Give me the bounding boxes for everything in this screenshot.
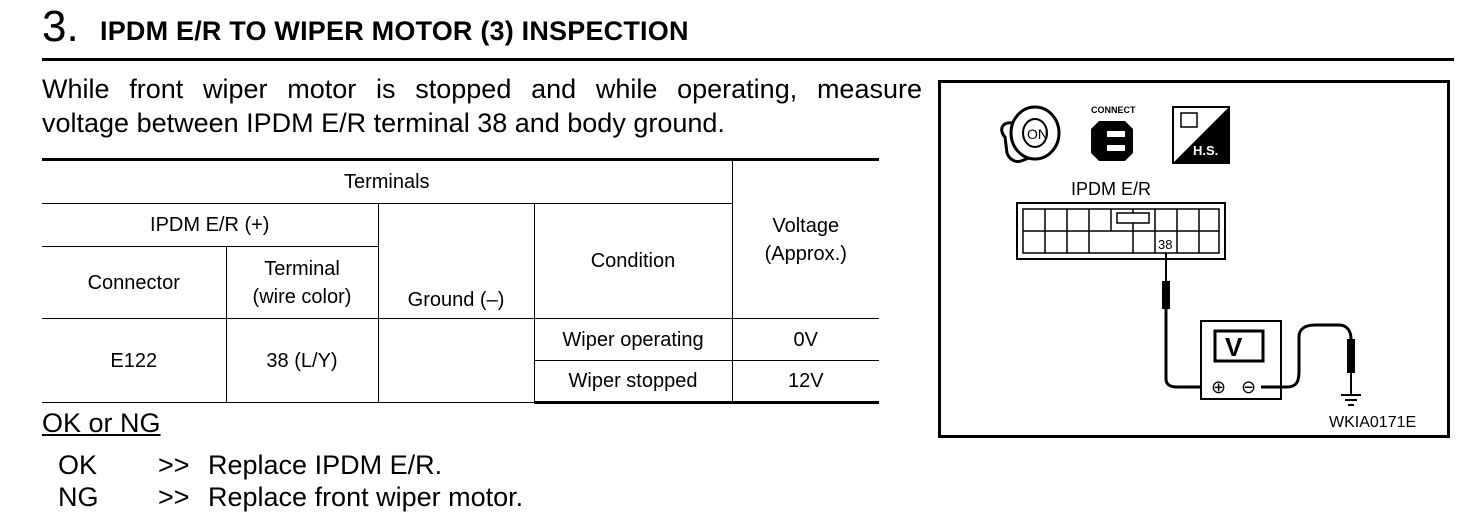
header-terminal-line2: (wire color) — [252, 285, 352, 308]
hs-text: H.S. — [1193, 143, 1218, 158]
voltmeter: V ⊕ ⊖ — [1200, 320, 1282, 400]
wiring-diagram: ON CONNECT H.S. IPDM E/R — [1000, 105, 1416, 431]
connect-icon: CONNECT — [1091, 105, 1136, 161]
step-heading: 3. IPDM E/R TO WIPER MOTOR (3) INSPECTIO… — [42, 4, 1452, 54]
terminal-table: Terminals Voltage (Approx.) IPDM E/R (+)… — [42, 158, 879, 404]
result-ng: NG >> Replace front wiper motor. — [58, 482, 523, 513]
header-terminals: Terminals — [42, 158, 733, 204]
ignition-on-icon: ON — [1000, 105, 1061, 163]
connector-name: IPDM E/R — [1071, 179, 1151, 199]
result-ng-arrow: >> — [158, 482, 190, 512]
cell-voltage-stopped: 12V — [731, 360, 879, 404]
result-ok-arrow: >> — [158, 450, 190, 480]
cell-connector: E122 — [42, 318, 227, 403]
header-ground: Ground (–) — [377, 203, 535, 319]
heading-rule — [42, 58, 1454, 61]
step-number: 3. — [42, 2, 79, 51]
negative-probe — [1261, 323, 1355, 395]
header-voltage-line2: (Approx.) — [764, 242, 847, 265]
result-heading: OK or NG — [42, 408, 161, 438]
result-ok-text: Replace IPDM E/R. — [208, 450, 443, 480]
header-condition: Condition — [533, 203, 733, 319]
intro-line-2: voltage between IPDM E/R terminal 38 and… — [42, 108, 725, 138]
header-positive: IPDM E/R (+) — [42, 203, 379, 247]
result-ng-key: NG — [58, 482, 99, 512]
intro-paragraph: While front wiper motor is stopped and w… — [42, 72, 922, 140]
ipdm-connector: 38 — [1016, 202, 1226, 260]
result-ok-key: OK — [58, 450, 98, 480]
cell-terminal: 38 (L/Y) — [225, 318, 379, 403]
header-voltage-line1: Voltage — [772, 214, 840, 237]
cell-voltage-operating: 0V — [731, 318, 879, 361]
harness-hs-icon: H.S. — [1172, 106, 1230, 164]
ground-symbol-icon — [1341, 394, 1361, 406]
header-terminal: Terminal (wire color) — [225, 246, 379, 319]
result-ok: OK >> Replace IPDM E/R. — [58, 450, 442, 481]
voltmeter-label: V — [1225, 332, 1243, 362]
cell-condition-operating: Wiper operating — [533, 318, 733, 361]
step-title: IPDM E/R TO WIPER MOTOR (3) INSPECTION — [100, 16, 689, 46]
ignition-on-text: ON — [1027, 126, 1048, 142]
inspection-figure: ON CONNECT H.S. IPDM E/R — [938, 80, 1450, 438]
header-voltage: Voltage (Approx.) — [731, 158, 879, 319]
header-connector: Connector — [42, 246, 227, 319]
positive-probe — [1162, 253, 1213, 389]
header-terminal-line1: Terminal — [264, 257, 340, 280]
intro-line-1: While front wiper motor is stopped and w… — [42, 74, 922, 104]
cell-condition-stopped: Wiper stopped — [533, 360, 733, 404]
header-ground-text: Ground (–) — [407, 289, 505, 311]
cell-ground — [377, 318, 535, 403]
terminal-number: 38 — [1158, 237, 1172, 252]
negative-terminal-icon: ⊖ — [1241, 377, 1256, 398]
figure-code: WKIA0171E — [1329, 414, 1416, 431]
positive-terminal-icon: ⊕ — [1211, 377, 1226, 398]
result-ng-text: Replace front wiper motor. — [208, 482, 524, 512]
connect-text: CONNECT — [1091, 105, 1136, 115]
